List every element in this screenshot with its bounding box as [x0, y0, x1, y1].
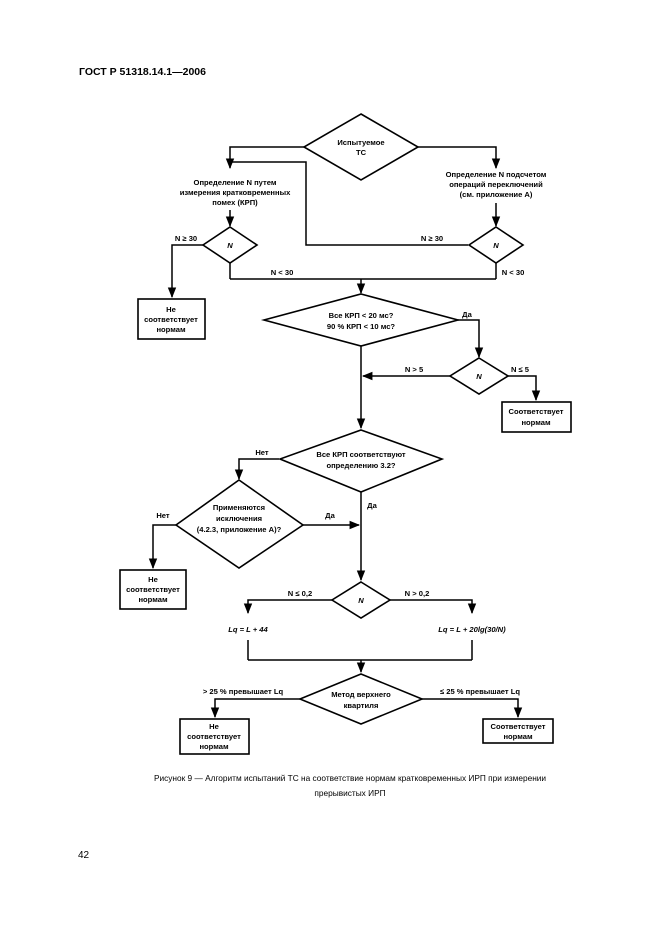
caption-line-2: прерывистых ИРП [314, 788, 386, 798]
not-compliant-3-line-1: Не [209, 722, 219, 731]
compliant-box-1: Соответствует нормам [501, 401, 572, 433]
krp-check-diamond: Все КРП < 20 мс? 90 % КРП < 10 мс? [260, 293, 462, 347]
not-compliant-3-line-3: нормам [199, 742, 229, 751]
not-compliant-box-2: Не соответствует нормам [119, 569, 187, 610]
caption-line-1: Рисунок 9 — Алгоритм испытаний ТС на соо… [153, 773, 547, 783]
exceptions-diamond: Применяются исключения (4.2.3, приложени… [174, 479, 305, 569]
compliant-2-line-2: нормам [503, 732, 533, 741]
connectors [148, 146, 541, 719]
not-compliant-box-3: Не соответствует нормам [179, 718, 250, 755]
quartile-line-2: квартиля [344, 701, 379, 710]
label-no-definition: Нет [255, 448, 269, 457]
label-yes-definition: Да [367, 501, 377, 510]
n-diamond-5-label: N [476, 372, 482, 381]
not-compliant-2-line-3: нормам [138, 595, 168, 604]
n-diamond-left-label: N [227, 241, 233, 250]
label-yes-exceptions: Да [325, 511, 335, 520]
quartile-diamond: Метод верхнего квартиля [297, 673, 425, 725]
definition-line-2: определению 3.2? [326, 461, 395, 470]
label-n-le-02: N ≤ 0,2 [288, 589, 312, 598]
method-left-line-3: помех (КРП) [212, 198, 258, 207]
definition-diamond: Все КРП соответствуют определению 3.2? [277, 429, 445, 493]
label-n-ge-30-left: N ≥ 30 [175, 234, 197, 243]
not-compliant-2-line-2: соответствует [126, 585, 180, 594]
compliant-2-line-1: Соответствует [491, 722, 546, 731]
method-left-line-2: измерения кратковременных [180, 188, 291, 197]
label-n-ge-30-right: N ≥ 30 [421, 234, 443, 243]
page-number: 42 [78, 850, 90, 861]
not-compliant-1-line-3: нормам [156, 325, 186, 334]
label-under-25: ≤ 25 % превышает Lq [440, 687, 520, 696]
not-compliant-3-line-2: соответствует [187, 732, 241, 741]
exceptions-line-3: (4.2.3, приложение А)? [197, 525, 282, 534]
exceptions-line-2: исключения [216, 514, 262, 523]
compliant-1-line-2: нормам [521, 418, 551, 427]
formula-lq-right: Lq = L + 20lg(30/N) [438, 625, 506, 634]
label-n-gt-5: N > 5 [405, 365, 424, 374]
definition-line-1: Все КРП соответствуют [316, 450, 406, 459]
label-n-le-5: N ≤ 5 [511, 365, 530, 374]
exceptions-line-1: Применяются [213, 503, 265, 512]
label-yes-krp: Да [462, 310, 472, 319]
method-right-line-1: Определение N подсчетом [446, 170, 547, 179]
not-compliant-1-line-1: Не [166, 305, 176, 314]
krp-check-line-2: 90 % КРП < 10 мс? [327, 322, 396, 331]
n-diamond-right-label: N [493, 241, 499, 250]
label-no-exceptions: Нет [156, 511, 170, 520]
method-right-text: Определение N подсчетом операций переклю… [446, 170, 547, 199]
krp-check-line-1: Все КРП < 20 мс? [329, 311, 394, 320]
document-header: ГОСТ Р 51318.14.1—2006 [79, 66, 206, 78]
method-left-text: Определение N путем измерения кратковрем… [180, 178, 291, 207]
method-right-line-2: операций переключений [449, 180, 543, 189]
compliant-box-2: Соответствует нормам [482, 718, 554, 744]
n-diamond-right: N [467, 226, 525, 264]
start-label-1: Испытуемое [337, 138, 384, 147]
method-left-line-1: Определение N путем [194, 178, 277, 187]
n-diamond-02: N [330, 581, 392, 619]
start-label-2: ТС [356, 148, 367, 157]
not-compliant-2-line-1: Не [148, 575, 158, 584]
label-over-25: > 25 % превышает Lq [203, 687, 284, 696]
label-n-lt-30-right: N < 30 [502, 268, 525, 277]
start-diamond: Испытуемое ТС [302, 113, 420, 181]
n-diamond-left: N [201, 226, 259, 264]
n-diamond-02-label: N [358, 596, 364, 605]
label-n-gt-02: N > 0,2 [405, 589, 430, 598]
not-compliant-1-line-2: соответствует [144, 315, 198, 324]
n-diamond-5: N [448, 357, 510, 395]
not-compliant-box-1: Не соответствует нормам [137, 298, 206, 340]
compliant-1-line-1: Соответствует [509, 407, 564, 416]
figure-caption: Рисунок 9 — Алгоритм испытаний ТС на соо… [60, 771, 640, 801]
method-right-line-3: (см. приложение А) [460, 190, 533, 199]
label-n-lt-30-left: N < 30 [271, 268, 294, 277]
formula-lq-left: Lq = L + 44 [228, 625, 268, 634]
quartile-line-1: Метод верхнего [331, 690, 391, 699]
